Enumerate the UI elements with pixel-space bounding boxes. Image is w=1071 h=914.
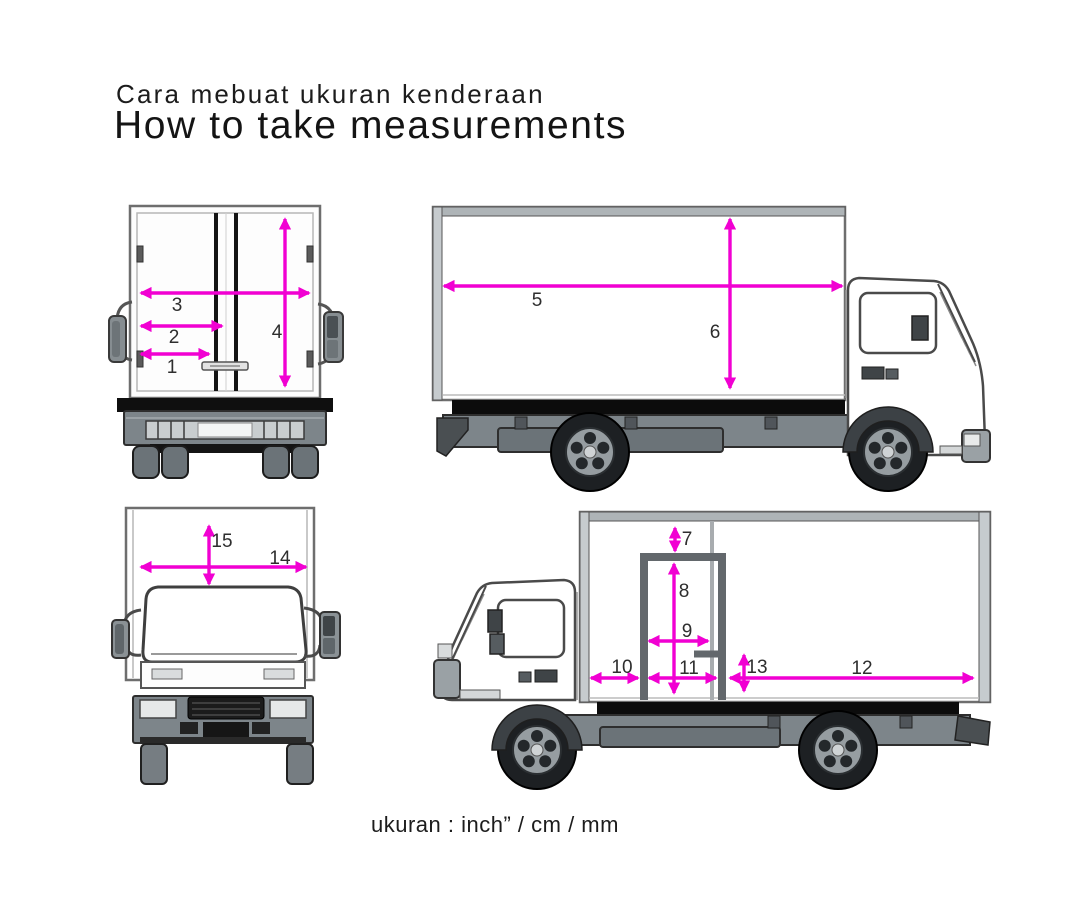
- rear-wheel: [550, 412, 630, 492]
- measurement-label-13: 13: [746, 657, 768, 678]
- right-mirror: [303, 606, 341, 659]
- cargo-box-side: [578, 510, 992, 704]
- measurement-label-12: 12: [851, 658, 873, 679]
- measurement-label-3: 3: [171, 295, 183, 316]
- truck-cab: [433, 578, 578, 702]
- measurement-label-2: 2: [168, 327, 180, 348]
- measurement-label-14: 14: [269, 548, 291, 569]
- cab-mirror: [487, 609, 503, 633]
- measurement-label-5: 5: [531, 290, 543, 311]
- front-bumper: [132, 695, 314, 744]
- rear-undercarriage: [117, 398, 333, 479]
- side-view-door-detail-illustration: [433, 510, 992, 790]
- measurement-label-10: 10: [611, 657, 633, 678]
- front-cab: [140, 585, 308, 689]
- cargo-box-rear: [128, 204, 322, 400]
- side-view-truck-illustration: [431, 205, 991, 492]
- side-door-frame: [640, 521, 726, 700]
- units-note: ukuran : inch” / cm / mm: [371, 812, 619, 837]
- rear-wheels: [132, 445, 319, 479]
- front-wheels: [140, 743, 314, 785]
- measurement-label-11: 11: [679, 658, 699, 679]
- rear-view-truck-illustration: [108, 204, 344, 479]
- cargo-box-side: [431, 205, 847, 402]
- left-mirror: [108, 300, 133, 363]
- measurement-label-9: 9: [681, 621, 693, 642]
- front-fender: [842, 406, 934, 453]
- measurement-label-8: 8: [678, 581, 690, 602]
- door-handle: [201, 361, 249, 371]
- measurement-label-4: 4: [271, 322, 283, 343]
- side-undercarriage: [559, 702, 991, 748]
- measurement-label-1: 1: [166, 357, 178, 378]
- rear-wheel: [798, 710, 878, 790]
- page-title: How to take measurements: [114, 104, 628, 147]
- front-fender: [491, 704, 583, 751]
- left-mirror: [111, 608, 142, 659]
- measurement-label-7: 7: [681, 529, 693, 550]
- cab-mirror: [911, 315, 929, 341]
- page-subtitle: Cara mebuat ukuran kenderaan: [116, 79, 545, 109]
- front-view-truck-illustration: [111, 506, 341, 785]
- measurement-label-15: 15: [211, 531, 233, 552]
- measurement-label-6: 6: [709, 322, 721, 343]
- right-mirror: [317, 302, 344, 366]
